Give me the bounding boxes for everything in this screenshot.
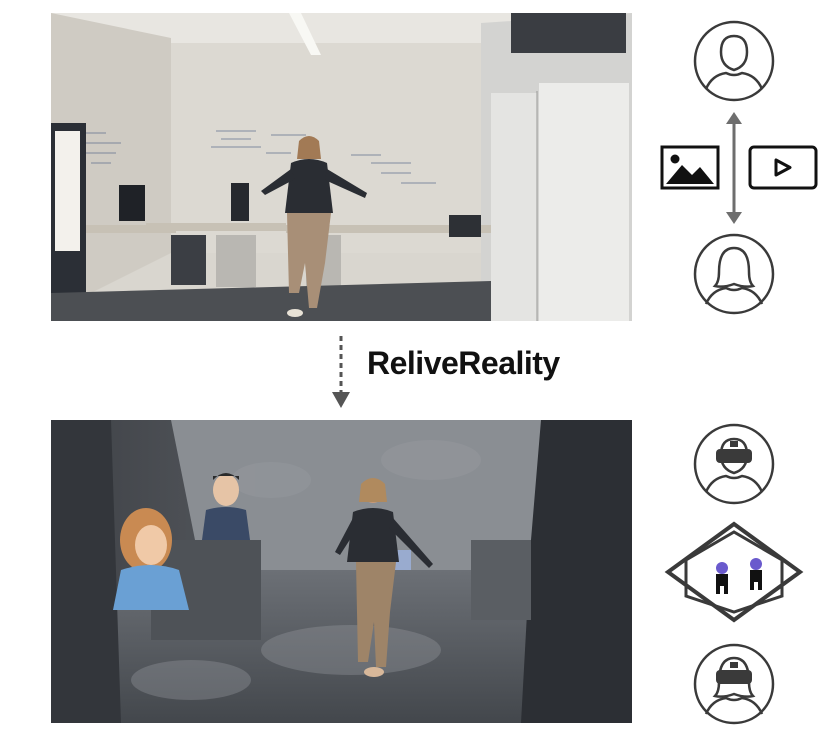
- bidirectional-arrow: [726, 112, 742, 224]
- shared-room-icon: [664, 521, 804, 623]
- user-icon: [693, 233, 775, 315]
- avatar-woman: [113, 508, 189, 610]
- avatar-man: [202, 473, 250, 540]
- captured-office-photo: [51, 13, 632, 321]
- user-icon: [693, 20, 775, 102]
- dashed-down-arrow: [332, 336, 350, 408]
- vr-headset-user-icon: [693, 423, 775, 505]
- vr-headset-user-icon: [693, 643, 775, 725]
- reconstructed-vr-scene: [51, 420, 632, 723]
- play-icon: [748, 145, 818, 190]
- reconstructed-person: [335, 478, 433, 677]
- person-figure: [261, 136, 367, 317]
- image-icon: [660, 145, 720, 190]
- brand-title: ReliveReality: [367, 345, 560, 381]
